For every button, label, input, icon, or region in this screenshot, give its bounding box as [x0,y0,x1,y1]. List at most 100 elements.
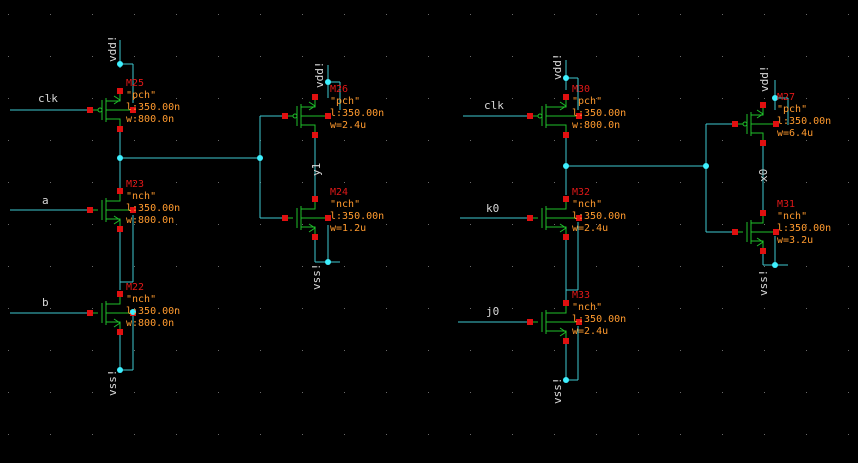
gate-pin[interactable] [282,215,288,221]
device-param: "nch" [126,191,156,202]
transistor-symbols [87,88,779,344]
drain-pin[interactable] [312,94,318,100]
device-param: w=2.4u [572,326,608,337]
device-param: w=6.4u [777,128,813,139]
net-label: vss! [551,378,564,405]
source-pin[interactable] [760,140,766,146]
device-param: "pch" [126,90,156,101]
device-param: "nch" [126,294,156,305]
bulk-pin[interactable] [325,215,331,221]
instance-name: M27 [777,92,795,103]
instance-name: M30 [572,84,590,95]
gate-pin[interactable] [527,113,533,119]
net-label: j0 [486,305,499,318]
transistor-m24[interactable] [282,196,331,240]
gate-pin[interactable] [732,121,738,127]
device-annotations: M25"pch"l:350.00nw:800.0nM23"nch"l:350.0… [126,78,831,337]
bulk-pin[interactable] [576,113,582,119]
device-param: l:350.00n [572,108,626,119]
instance-name: M33 [572,290,590,301]
transistor-m32[interactable] [527,196,582,240]
drain-pin[interactable] [563,94,569,100]
bulk-pin[interactable] [130,207,136,213]
bulk-pin[interactable] [325,113,331,119]
left-wires [10,40,341,371]
source-pin[interactable] [117,329,123,335]
gate-pin[interactable] [732,229,738,235]
source-pin[interactable] [312,234,318,240]
drain-pin[interactable] [117,88,123,94]
device-param: l:350.00n [126,102,180,113]
device-param: w=3.2u [777,235,813,246]
source-pin[interactable] [117,226,123,232]
bulk-pin[interactable] [130,107,136,113]
gate-pin[interactable] [527,215,533,221]
device-param: w:800.0n [126,114,174,125]
source-pin[interactable] [117,126,123,132]
bulk-pin[interactable] [773,229,779,235]
junctions [117,61,778,383]
source-pin[interactable] [563,234,569,240]
transistor-m31[interactable] [732,210,779,254]
source-pin[interactable] [760,248,766,254]
gate-pin[interactable] [87,107,93,113]
net-label: vdd! [551,54,564,81]
gate-pin[interactable] [282,113,288,119]
transistor-m30[interactable] [527,94,582,138]
device-param: "nch" [330,199,360,210]
net-label: vss! [310,264,323,291]
drain-pin[interactable] [312,196,318,202]
gate-pin[interactable] [87,310,93,316]
drain-pin[interactable] [760,210,766,216]
transistor-m26[interactable] [282,94,331,138]
device-param: l:350.00n [777,116,831,127]
instance-name: M25 [126,78,144,89]
device-param: w=2.4u [572,223,608,234]
net-label: x0 [757,169,770,182]
device-param: l:350.00n [330,211,384,222]
source-pin[interactable] [312,132,318,138]
device-param: l:350.00n [572,314,626,325]
source-pin[interactable] [563,338,569,344]
instance-name: M31 [777,199,795,210]
device-param: l:350.00n [330,108,384,119]
transistor-m23[interactable] [87,188,136,232]
drain-pin[interactable] [117,291,123,297]
net-label: vdd! [758,66,771,93]
net-label: y1 [310,163,323,176]
grid-dots [8,14,849,435]
device-param: "pch" [330,96,360,107]
source-pin[interactable] [563,132,569,138]
net-label: vdd! [106,36,119,63]
net-labels: clk a b vdd! vss! vdd! y1 vss! clk k0 j0… [38,36,771,405]
net-label: clk [38,92,58,105]
device-param: l:350.00n [572,211,626,222]
drain-pin[interactable] [760,102,766,108]
bulk-pin[interactable] [576,215,582,221]
drain-pin[interactable] [563,300,569,306]
drain-pin[interactable] [117,188,123,194]
drain-pin[interactable] [563,196,569,202]
device-param: "nch" [572,199,602,210]
device-param: l:350.00n [777,223,831,234]
bulk-pin[interactable] [773,121,779,127]
gate-pin[interactable] [87,207,93,213]
net-label: vdd! [313,62,326,89]
instance-name: M22 [126,282,144,293]
gate-pin[interactable] [527,319,533,325]
transistor-m25[interactable] [87,88,136,132]
net-label: vss! [757,270,770,297]
transistor-m33[interactable] [527,300,582,344]
device-param: "pch" [572,96,602,107]
instance-name: M26 [330,84,348,95]
net-label: k0 [486,202,499,215]
device-param: "pch" [777,104,807,115]
device-param: w=1.2u [330,223,366,234]
net-label: a [42,194,49,207]
net-label: clk [484,99,504,112]
transistor-m27[interactable] [732,102,779,146]
bulk-pin[interactable] [576,319,582,325]
device-param: w=2.4u [330,120,366,131]
